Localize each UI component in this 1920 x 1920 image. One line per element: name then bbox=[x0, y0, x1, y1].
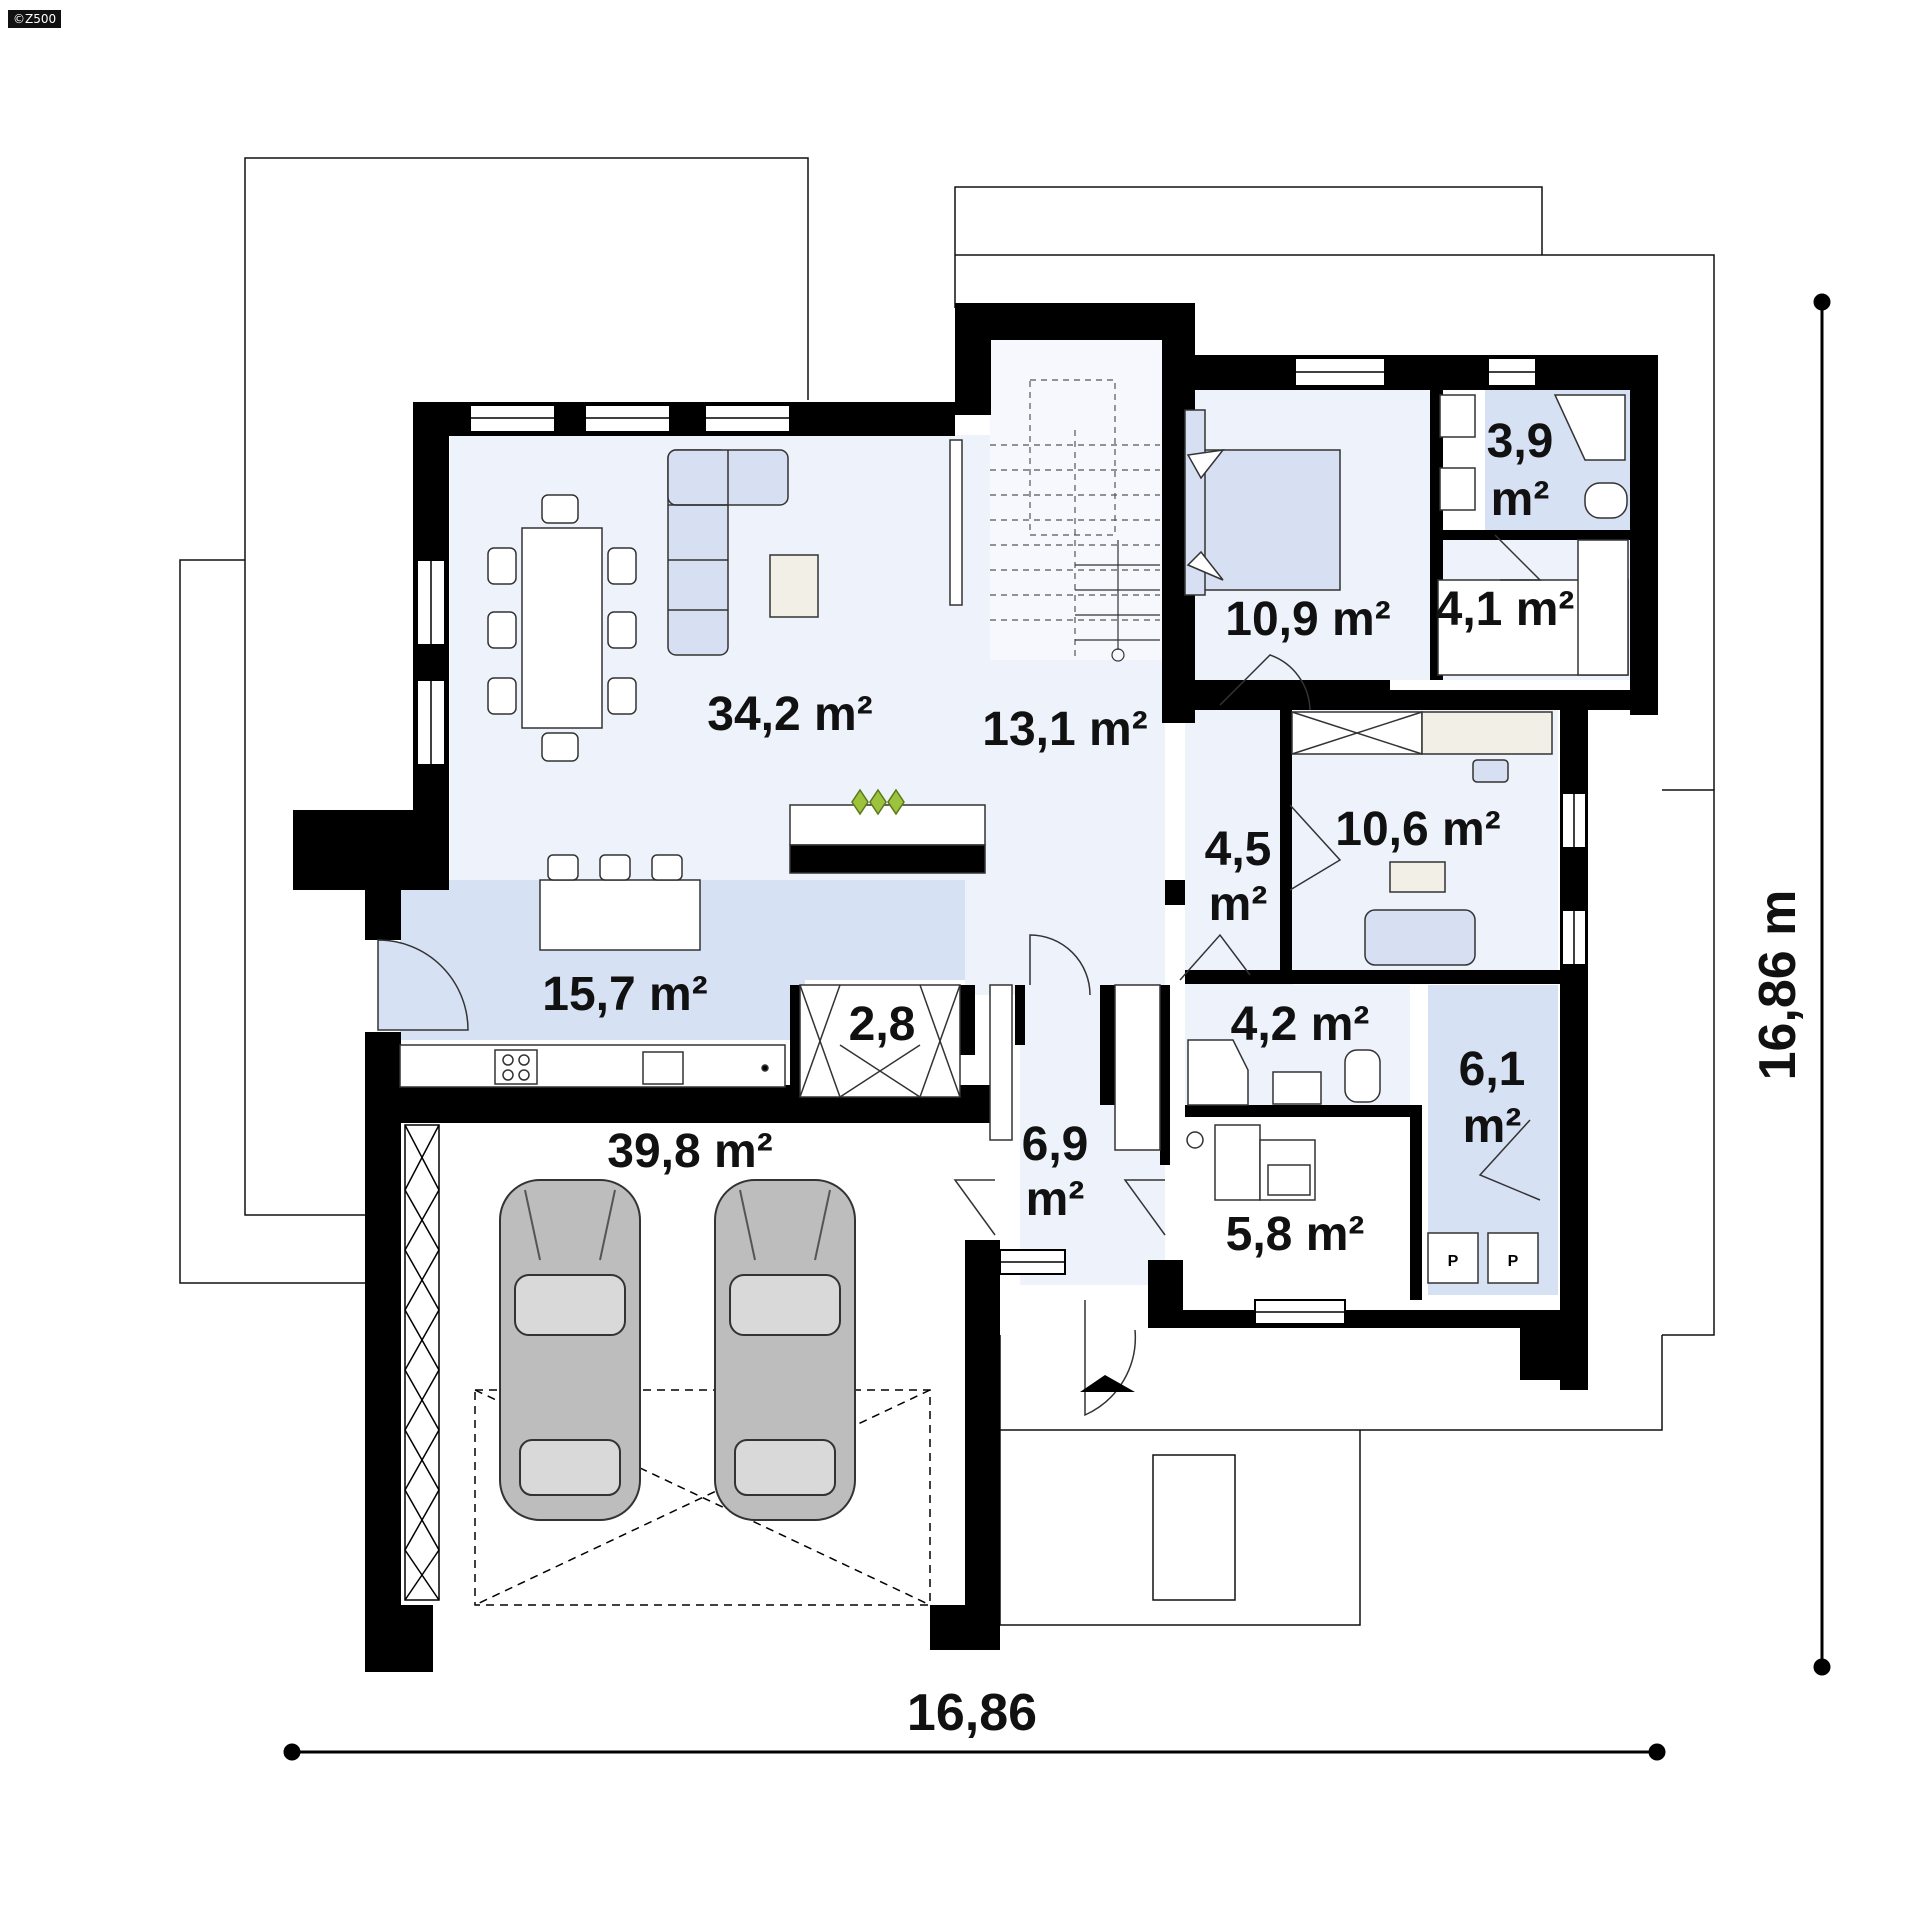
area-bathroom-bottom: 4,2 m² bbox=[1231, 998, 1370, 1051]
terrace-left-lower bbox=[179, 559, 365, 1284]
bathroom-bottom-fixtures bbox=[1187, 1039, 1381, 1106]
terrace-right bbox=[1662, 789, 1715, 1336]
area-laundry: 5,8 m² bbox=[1226, 1208, 1365, 1261]
area-corridor-2: m² bbox=[1209, 878, 1268, 931]
entrance-arrow-icon bbox=[1080, 1375, 1135, 1392]
terrace-top-left bbox=[244, 157, 809, 420]
area-pantry: 2,8 bbox=[849, 998, 916, 1051]
area-bathroom-top-1: 3,9 bbox=[1487, 415, 1554, 468]
porch-mat bbox=[1152, 1454, 1236, 1601]
area-bedroom: 10,9 m² bbox=[1225, 593, 1390, 646]
office-furniture bbox=[1291, 711, 1553, 966]
bed bbox=[1184, 409, 1341, 596]
kitchen-island bbox=[789, 788, 986, 874]
dimension-width-label: 16,86 bbox=[907, 1684, 1037, 1742]
area-corridor-1: 4,5 bbox=[1205, 823, 1272, 876]
stair-steps-lower bbox=[1075, 540, 1160, 662]
car-left bbox=[499, 1179, 641, 1521]
dining-set bbox=[487, 494, 637, 762]
kitchen-bar bbox=[539, 854, 701, 951]
coffee-table bbox=[769, 554, 819, 618]
area-boiler-2: m² bbox=[1463, 1100, 1522, 1153]
area-kitchen: 15,7 m² bbox=[542, 968, 707, 1021]
window-mullions bbox=[430, 371, 1575, 1313]
area-office: 10,6 m² bbox=[1335, 803, 1500, 856]
terrace-left bbox=[244, 420, 365, 1216]
driveway bbox=[999, 1430, 1361, 1626]
area-living: 34,2 m² bbox=[707, 688, 872, 741]
fireplace bbox=[949, 439, 963, 606]
wardrobe-top bbox=[1437, 539, 1629, 676]
area-boiler-1: 6,1 bbox=[1459, 1043, 1526, 1096]
boiler-mark-2: P bbox=[1508, 1253, 1519, 1270]
garage-storage bbox=[404, 1124, 931, 1606]
terrace-outlines bbox=[179, 157, 1715, 1626]
area-entry-1: 6,9 bbox=[1022, 1118, 1089, 1171]
laundry-fixtures bbox=[1186, 1124, 1316, 1201]
terrace-top-right bbox=[955, 254, 1715, 790]
boiler-mark-1: P bbox=[1448, 1253, 1459, 1270]
area-garage: 39,8 m² bbox=[607, 1125, 772, 1178]
dimension-height bbox=[1813, 293, 1831, 1676]
area-entry-2: m² bbox=[1026, 1173, 1085, 1226]
copyright-badge: ©Z500 bbox=[8, 10, 62, 28]
kitchen-counter bbox=[399, 1044, 786, 1088]
sofa bbox=[667, 449, 789, 656]
walls bbox=[293, 303, 1658, 1672]
pantry bbox=[799, 984, 961, 1098]
car-right bbox=[714, 1179, 856, 1521]
staircase bbox=[990, 379, 1160, 660]
bathroom-top-fixtures bbox=[1439, 394, 1628, 519]
entry-storage bbox=[989, 984, 1161, 1151]
area-wardrobe: 4,1 m² bbox=[1436, 583, 1575, 636]
doors bbox=[377, 534, 1542, 1417]
area-hall: 13,1 m² bbox=[982, 703, 1147, 756]
dimension-width bbox=[283, 1743, 1666, 1761]
area-bathroom-top-2: m² bbox=[1491, 473, 1550, 526]
boiler-units bbox=[1427, 1232, 1539, 1284]
dimension-height-label: 16,86 m bbox=[1749, 890, 1807, 1081]
terrace-top-right-upper bbox=[954, 186, 1543, 308]
